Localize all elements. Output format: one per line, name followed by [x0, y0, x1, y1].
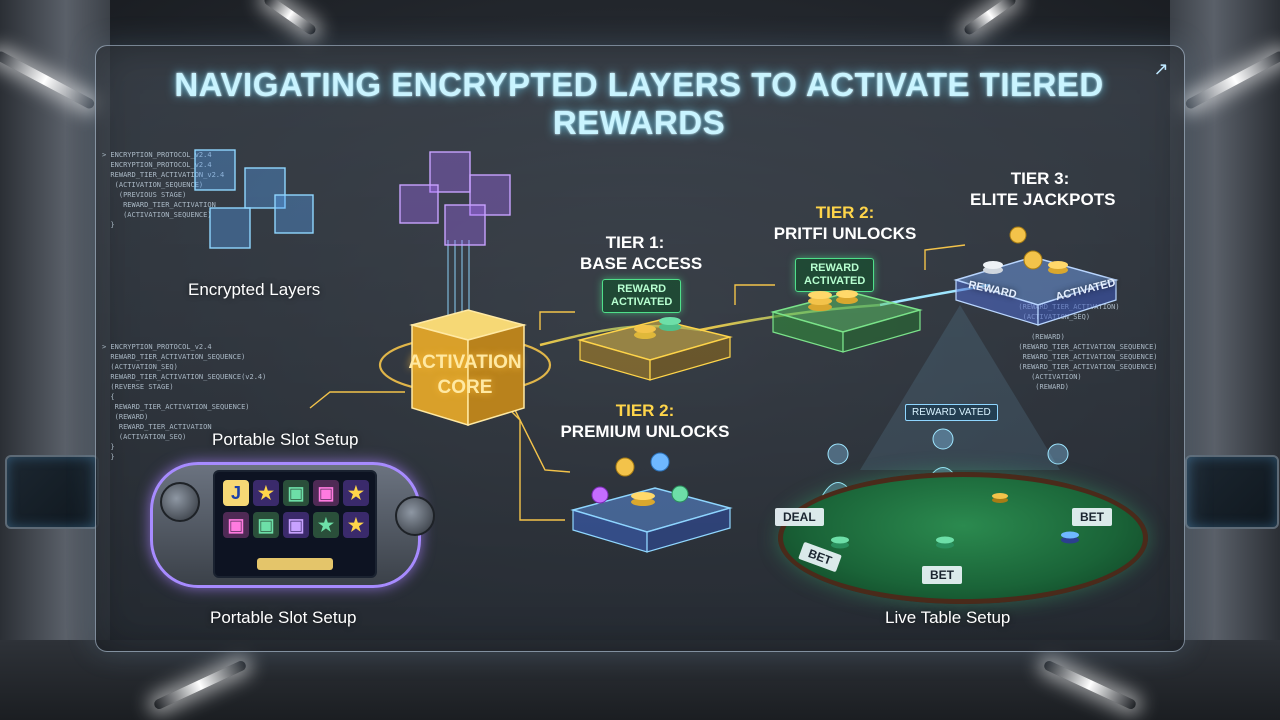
portable-slot-label-top: Portable Slot Setup — [212, 430, 359, 449]
tier1-badge-line2: ACTIVATED — [611, 296, 673, 308]
page-title: NAVIGATING ENCRYPTED LAYERS TO ACTIVATE … — [174, 66, 1104, 141]
code-snippet-top-left: > ENCRYPTION_PROTOCOL_v2.4 ENCRYPTION_PR… — [102, 151, 225, 229]
tier2-upper-line1: TIER 2: — [815, 203, 875, 222]
tier2-upper-heading: TIER 2: PRITFI UNLOCKS — [770, 202, 920, 244]
table-reward-badge: REWARD VATED — [905, 404, 998, 421]
tier2-lower-line2: PREMIUM UNLOCKS — [560, 422, 730, 441]
tier2-upper-badge-line1: REWARD — [810, 262, 860, 274]
tier3-coins — [983, 226, 1068, 274]
activation-core-label: ACTIVATION CORE — [396, 350, 534, 400]
tier2-upper-chip-stack — [808, 290, 858, 311]
slot-symbol-star: ★ — [253, 480, 279, 506]
right-wall-console — [1185, 455, 1279, 529]
portable-slot-label-bottom: Portable Slot Setup — [210, 608, 357, 627]
left-wall — [0, 0, 110, 720]
tier1-line2: BASE ACCESS — [580, 254, 703, 273]
tier1-line1: TIER 1: — [605, 233, 665, 252]
tier2-lower-line1: TIER 2: — [615, 401, 675, 420]
tier2-upper-reward-badge: REWARD ACTIVATED — [795, 258, 875, 292]
beam-encrypted-to-encrypted — [330, 197, 400, 213]
encrypted-layers-label: Encrypted Layers — [188, 280, 321, 299]
activation-core-line2: CORE — [437, 377, 493, 398]
tier3-line2: ELITE JACKPOTS — [970, 190, 1116, 209]
slot-screen: J ★ ▣ ▣ ★ ▣ ▣ ▣ ★ ★ — [213, 470, 377, 578]
slot-status-bar — [257, 558, 333, 570]
slot-symbol-lock-green-2: ▣ — [253, 512, 279, 538]
tier1-heading: TIER 1: BASE ACCESS — [580, 232, 703, 274]
tier3-platform — [953, 226, 1119, 326]
tier2-lower-chips — [591, 452, 689, 506]
slot-symbol-lock-pink: ▣ — [313, 480, 339, 506]
table-tag-deal: DEAL — [775, 508, 824, 526]
slot-symbol-j: J — [223, 480, 249, 506]
slot-symbol-star-green: ★ — [313, 512, 339, 538]
tier2-upper-platform — [770, 290, 923, 353]
tier2-upper-line2: PRITFI UNLOCKS — [773, 224, 917, 243]
table-tag-bet-bottom: BET — [922, 566, 962, 584]
slot-symbol-lock-pink-2: ▣ — [223, 512, 249, 538]
tier3-heading: TIER 3: ELITE JACKPOTS — [970, 168, 1116, 210]
tier1-platform — [577, 317, 733, 381]
activation-core-line1: ACTIVATION — [408, 352, 522, 373]
left-wall-console — [5, 455, 99, 529]
tier1-chip-stack — [634, 317, 681, 339]
slot-symbol-lock-green: ▣ — [283, 480, 309, 506]
right-joystick[interactable] — [395, 496, 435, 536]
slot-symbol-lock-purple: ▣ — [283, 512, 309, 538]
slot-symbol-star-gold-2: ★ — [343, 512, 369, 538]
beam-down-to-core — [447, 240, 470, 320]
code-snippet-mid-left: > ENCRYPTION_PROTOCOL_v2.4 REWARD_TIER_A… — [102, 343, 267, 461]
tier1-badge-line1: REWARD — [617, 283, 667, 295]
left-joystick[interactable] — [160, 482, 200, 522]
table-tag-bet-right: BET — [1072, 508, 1112, 526]
hologram-cone — [860, 305, 1060, 470]
slot-symbol-star-gold: ★ — [343, 480, 369, 506]
expand-arrow-icon[interactable]: ↗ — [1153, 59, 1169, 79]
tier2-lower-heading: TIER 2: PREMIUM UNLOCKS — [555, 400, 735, 442]
live-table-label: Live Table Setup — [885, 608, 1011, 627]
tier2-lower-platform — [570, 452, 733, 553]
tier1-reward-badge: REWARD ACTIVATED — [602, 279, 682, 313]
tier2-upper-badge-line2: ACTIVATED — [804, 275, 866, 287]
tier3-line1: TIER 3: — [1010, 169, 1070, 188]
